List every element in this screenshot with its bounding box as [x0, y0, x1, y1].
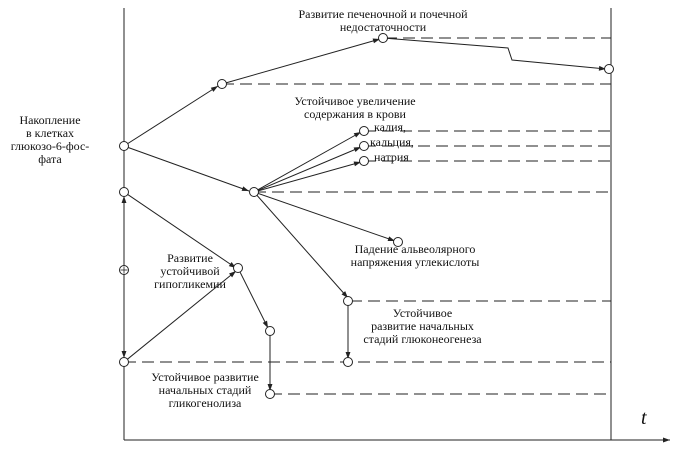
arrow-to-hypoglycemia — [123, 191, 237, 269]
node-axis-upper — [119, 187, 129, 197]
label-gluconeogenesis-line1: Устойчивое — [392, 306, 453, 320]
node-hepatic-start — [217, 79, 227, 89]
node-sodium — [359, 156, 369, 166]
label-hypoglycemia: Развитие устойчивой гипогликемии — [150, 252, 230, 291]
label-hepatic-renal-line2: недостаточности — [339, 20, 427, 34]
label-gluconeogenesis: Устойчивое развитие начальных стадий глю… — [350, 307, 495, 346]
label-glycogenolysis-line2: начальных стадий — [158, 383, 252, 397]
node-potassium — [359, 126, 369, 136]
node-glycogenolysis-top — [265, 326, 275, 336]
node-hypoglycemia — [233, 263, 243, 273]
arrow-accumulation-to-hepatic — [123, 85, 219, 147]
arrow-baseline-to-hypoglycemia — [123, 270, 237, 363]
label-gluconeogenesis-line3: стадий глюконеогенеза — [363, 332, 482, 346]
label-hepatic-renal-failure: Развитие печеночной и почечной недостато… — [288, 8, 478, 34]
label-glycogenolysis-line1: Устойчивое развитие — [151, 370, 259, 384]
time-axis-label: t — [641, 407, 647, 429]
node-gluconeogenesis-bottom — [343, 357, 353, 367]
node-alveolar — [393, 237, 403, 247]
arrow-to-sodium — [253, 161, 362, 193]
label-potassium: калия, — [374, 120, 407, 134]
node-blood-branch — [249, 187, 259, 197]
label-blood-increase-line1: Устойчивое увеличение — [294, 94, 416, 108]
label-hypoglycemia-line2: устойчивой — [160, 264, 220, 278]
arrow-to-gluconeogenesis — [253, 191, 349, 299]
arrow-to-alveolar — [253, 191, 396, 242]
label-accumulation: Накопление в клетках глюкозо-6-фос- фата — [0, 114, 100, 166]
node-hepatic-end — [604, 64, 614, 74]
label-accumulation-line1: Накопление — [19, 113, 81, 127]
label-blood-increase-line2: содержания в крови — [304, 107, 406, 121]
label-sodium: натрия — [374, 150, 409, 164]
label-hypoglycemia-line1: Развитие — [167, 251, 213, 265]
node-calcium — [359, 141, 369, 151]
label-blood-increase: Устойчивое увеличение содержания в крови — [280, 95, 430, 121]
arrow-to-calcium — [253, 146, 362, 193]
label-accumulation-line2: в клетках — [25, 126, 75, 140]
arrow-to-potassium — [253, 131, 362, 193]
label-calcium: кальция, — [370, 135, 414, 149]
label-gluconeogenesis-line2: развитие начальных — [371, 319, 474, 333]
label-hepatic-renal-line1: Развитие печеночной и почечной — [298, 7, 468, 21]
node-accumulation — [119, 141, 129, 151]
arrow-hepatic-progression — [382, 37, 607, 71]
label-accumulation-line3: глюкозо-6-фос- — [10, 139, 90, 153]
label-alveolar-line2: напряжения углекислоты — [350, 255, 480, 269]
arrow-accumulation-to-blood — [123, 145, 250, 192]
node-hepatic-peak — [378, 33, 388, 43]
label-hypoglycemia-line3: гипогликемии — [154, 277, 226, 291]
label-accumulation-line4: фата — [38, 152, 62, 166]
node-gluconeogenesis-top — [343, 296, 353, 306]
label-glycogenolysis-line3: гликогенолиза — [168, 396, 242, 410]
arrow-hepatic-rise — [221, 38, 381, 85]
label-glycogenolysis: Устойчивое развитие начальных стадий гли… — [140, 371, 270, 410]
label-alveolar-line1: Падение альвеолярного — [354, 242, 476, 256]
label-alveolar: Падение альвеолярного напряжения углекис… — [340, 243, 490, 269]
node-baseline — [119, 357, 129, 367]
arrow-to-glycogenolysis — [237, 267, 269, 329]
node-glycogenolysis-bottom — [265, 389, 275, 399]
